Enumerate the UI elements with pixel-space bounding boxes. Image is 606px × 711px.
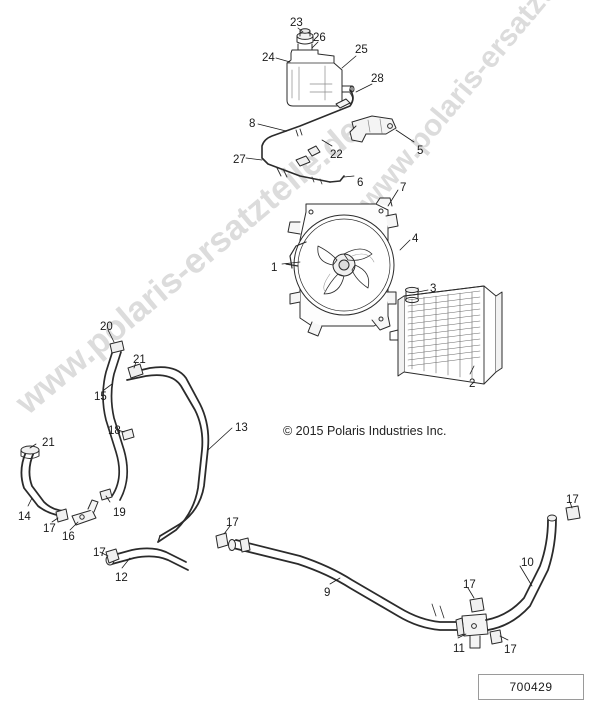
callout-14: 14 bbox=[18, 511, 31, 523]
callout-16: 16 bbox=[62, 531, 75, 543]
callout-6: 6 bbox=[357, 177, 364, 189]
callout-28: 28 bbox=[371, 73, 384, 85]
callout-17-a: 17 bbox=[43, 523, 56, 535]
part-number-box: 700429 bbox=[478, 674, 584, 700]
callout-24: 24 bbox=[262, 52, 275, 64]
callout-9: 9 bbox=[324, 587, 331, 599]
callout-19: 19 bbox=[113, 507, 126, 519]
callout-17-e: 17 bbox=[463, 579, 476, 591]
callout-21-upper: 21 bbox=[133, 354, 146, 366]
callout-15: 15 bbox=[94, 391, 107, 403]
callout-25: 25 bbox=[355, 44, 368, 56]
reservoir-hoses bbox=[261, 89, 397, 185]
lower-hoses bbox=[215, 505, 581, 649]
callout-13: 13 bbox=[235, 422, 248, 434]
callout-20: 20 bbox=[100, 321, 113, 333]
callout-7: 7 bbox=[400, 182, 407, 194]
upper-left-hoses bbox=[20, 340, 210, 571]
callout-23: 23 bbox=[290, 17, 303, 29]
callout-1: 1 bbox=[271, 262, 278, 274]
callout-10: 10 bbox=[521, 557, 534, 569]
copyright-notice: © 2015 Polaris Industries Inc. bbox=[283, 424, 447, 438]
callout-17-c: 17 bbox=[566, 494, 579, 506]
callout-17-f: 17 bbox=[504, 644, 517, 656]
callout-2: 2 bbox=[469, 378, 476, 390]
callout-4: 4 bbox=[412, 233, 419, 245]
callout-26: 26 bbox=[313, 32, 326, 44]
radiator bbox=[389, 285, 503, 385]
callout-11: 11 bbox=[453, 643, 465, 655]
callout-21-left: 21 bbox=[42, 437, 55, 449]
callout-22: 22 bbox=[330, 149, 343, 161]
callout-27: 27 bbox=[233, 154, 246, 166]
callout-8: 8 bbox=[249, 118, 256, 130]
cooling-fan bbox=[285, 197, 399, 337]
callout-17-d: 17 bbox=[93, 547, 106, 559]
callout-17-b: 17 bbox=[226, 517, 239, 529]
callout-12: 12 bbox=[115, 572, 128, 584]
callout-3: 3 bbox=[430, 283, 437, 295]
callout-5: 5 bbox=[417, 145, 424, 157]
callout-18: 18 bbox=[108, 425, 121, 437]
